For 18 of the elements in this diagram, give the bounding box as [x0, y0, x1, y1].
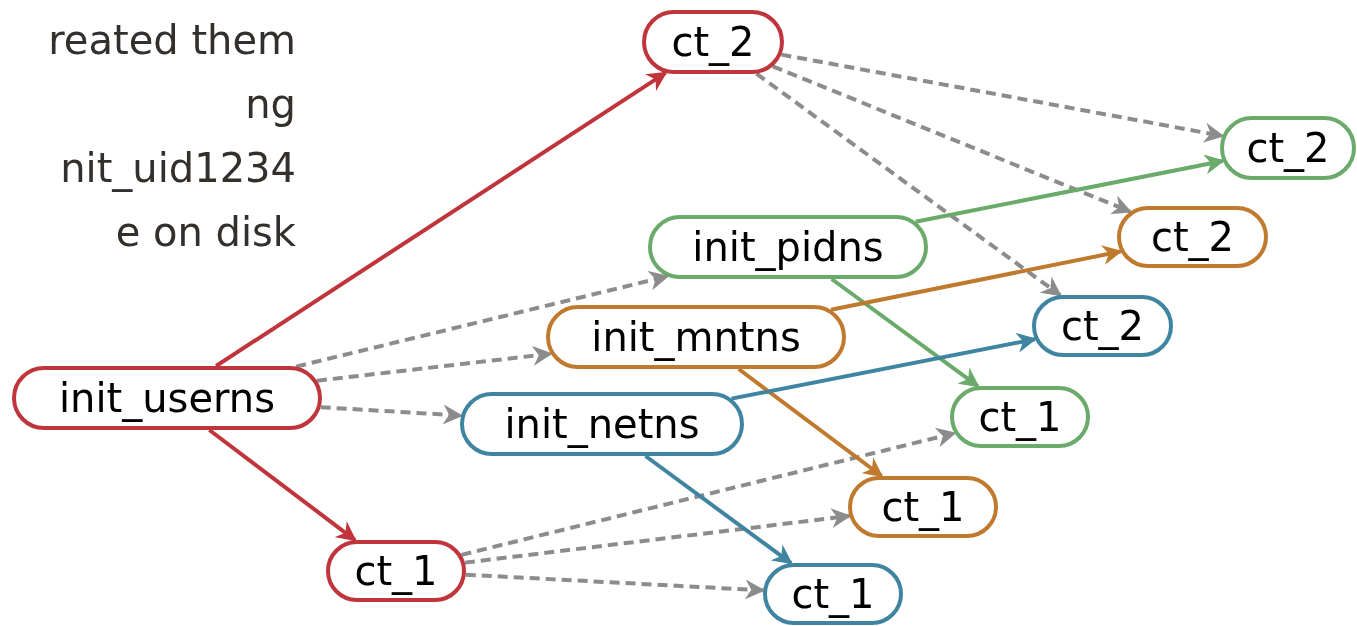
namespace-pill [326, 540, 466, 602]
namespace-pill [648, 215, 928, 279]
namespace-pill [12, 366, 322, 430]
arrow [737, 367, 884, 478]
arrow [644, 454, 793, 565]
arrow [208, 428, 357, 542]
note-text: reated them [48, 20, 296, 60]
namespace-pill [460, 392, 744, 456]
namespace-pill [1117, 206, 1268, 268]
namespace-pill [1032, 295, 1173, 357]
namespace-pill [1220, 116, 1356, 180]
dashed-arrow [772, 64, 1132, 215]
arrow [830, 277, 980, 388]
namespace-pill [642, 10, 784, 74]
note-text: e on disk [115, 212, 296, 252]
namespace-pill [950, 386, 1090, 448]
dashed-arrow [755, 72, 1062, 297]
namespace-pill [546, 305, 846, 369]
